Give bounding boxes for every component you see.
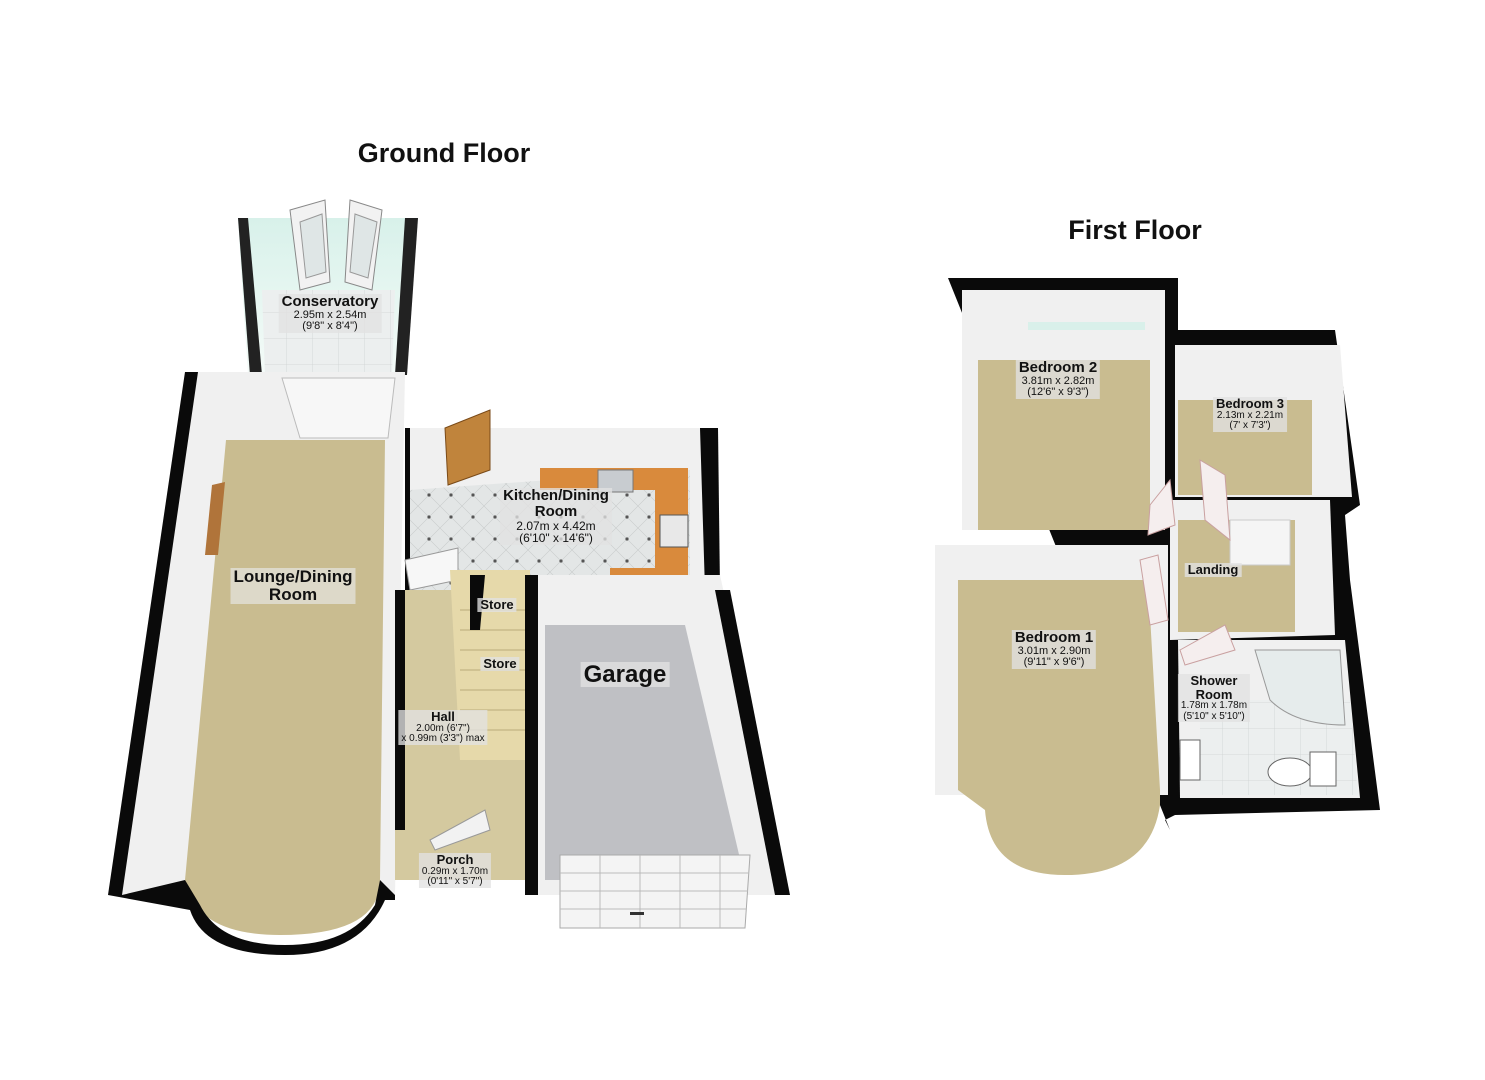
conservatory-label: Conservatory 2.95m x 2.54m (9'8" x 8'4") (278, 294, 382, 333)
shower-room-label: Shower Room 1.78m x 1.78m (5'10" x 5'10"… (1177, 674, 1251, 723)
toilet (1267, 757, 1313, 787)
garage-room (525, 575, 790, 929)
store-1-label: Store (477, 598, 517, 612)
bedroom-2-label: Bedroom 2 3.81m x 2.82m (12'6" x 9'3") (1015, 360, 1101, 399)
sink (597, 469, 634, 493)
porch-label: Porch 0.29m x 1.70m (0'11" x 5'7") (418, 853, 492, 888)
bedroom-2-room (962, 290, 1165, 530)
garage-door (559, 854, 751, 929)
lounge-label: Lounge/Dining Room (230, 568, 356, 604)
garage-label: Garage (580, 662, 670, 687)
bedroom-3-label: Bedroom 3 2.13m x 2.21m (7' x 7'3") (1213, 397, 1287, 432)
landing-room (1147, 459, 1335, 640)
conservatory-doors (289, 199, 383, 291)
kitchen-label: Kitchen/Dining Room 2.07m x 4.42m (6'10"… (500, 488, 612, 545)
first-floor-plan (935, 278, 1380, 875)
bedroom-1-label: Bedroom 1 3.01m x 2.90m (9'11" x 9'6") (1011, 630, 1097, 669)
store-2-label: Store (480, 657, 520, 671)
hall-label: Hall 2.00m (6'7") x 0.99m (3'3") max (398, 710, 488, 745)
lounge-room (108, 372, 405, 955)
hob (659, 514, 689, 548)
bedroom-1-room (935, 545, 1169, 875)
worktop (540, 468, 688, 585)
first-floor-title: First Floor (1068, 215, 1202, 245)
ground-floor-plan (108, 199, 790, 955)
basin (1179, 739, 1201, 781)
conservatory-room (238, 199, 418, 375)
fireplace (205, 482, 225, 555)
landing-label: Landing (1184, 563, 1242, 577)
ground-floor-title: Ground Floor (357, 138, 531, 168)
